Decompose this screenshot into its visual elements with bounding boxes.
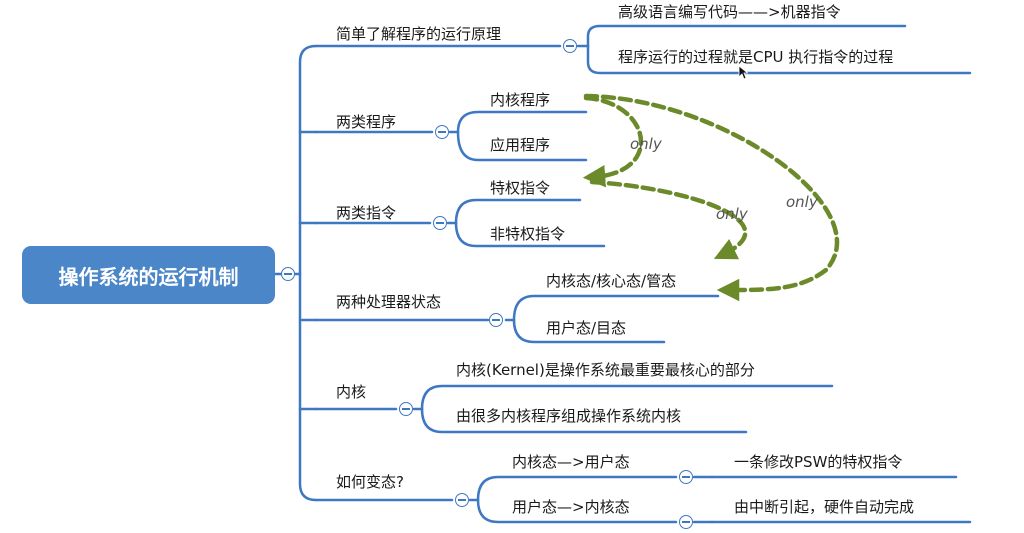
leaf-kernel-program[interactable]: 内核程序: [490, 91, 551, 109]
only-label-3: only: [786, 193, 818, 211]
branch-two-program-types[interactable]: 两类程序: [336, 113, 397, 131]
collapse-branch-2-button[interactable]: [435, 125, 449, 139]
only-label-1: only: [630, 135, 662, 153]
root-node[interactable]: 操作系统的运行机制: [22, 246, 275, 304]
leaf-modify-psw[interactable]: 一条修改PSW的特权指令: [734, 453, 903, 471]
leaf-user-mode[interactable]: 用户态/目态: [546, 319, 627, 337]
leaf-kernel-definition[interactable]: 内核(Kernel)是操作系统最重要最核心的部分: [456, 361, 755, 379]
collapse-user-to-kernel-button[interactable]: [679, 515, 693, 529]
branch-two-instruction-types[interactable]: 两类指令: [336, 204, 397, 222]
leaf-kernel-mode[interactable]: 内核态/核心态/管态: [546, 272, 677, 290]
node-user-to-kernel[interactable]: 用户态—>内核态: [512, 498, 630, 516]
arrow-privileged-to-kernelmode: [589, 179, 748, 260]
leaf-interrupt-hardware[interactable]: 由中断引起，硬件自动完成: [734, 498, 915, 516]
collapse-branch-3-button[interactable]: [433, 216, 447, 230]
collapse-branch-4-button[interactable]: [489, 313, 503, 327]
collapse-branch-5-button[interactable]: [399, 402, 413, 416]
only-label-2: only: [716, 205, 748, 223]
arrow-kernel-to-privileged: [582, 95, 644, 188]
leaf-non-privileged-instruction[interactable]: 非特权指令: [490, 225, 566, 243]
leaf-application-program[interactable]: 应用程序: [490, 136, 551, 154]
collapse-branch-1-button[interactable]: [563, 39, 577, 53]
branch-processor-states[interactable]: 两种处理器状态: [336, 293, 442, 311]
mouse-cursor-icon: [738, 65, 748, 80]
collapse-root-button[interactable]: [281, 267, 295, 281]
leaf-kernel-composition[interactable]: 由很多内核程序组成操作系统内核: [456, 407, 682, 425]
leaf-cpu-executes[interactable]: 程序运行的过程就是CPU 执行指令的过程: [618, 48, 894, 66]
branch-kernel[interactable]: 内核: [336, 383, 367, 401]
collapse-branch-6-button[interactable]: [455, 493, 469, 507]
leaf-privileged-instruction[interactable]: 特权指令: [490, 179, 551, 197]
node-kernel-to-user[interactable]: 内核态—>用户态: [512, 453, 630, 471]
leaf-compile-to-machine[interactable]: 高级语言编写代码——>机器指令: [618, 3, 841, 21]
arrow-kernel-to-kernelmode: [583, 93, 840, 302]
branch-program-principle[interactable]: 简单了解程序的运行原理: [336, 25, 502, 43]
collapse-kernel-to-user-button[interactable]: [679, 470, 693, 484]
branch-mode-switch[interactable]: 如何变态?: [336, 473, 404, 491]
